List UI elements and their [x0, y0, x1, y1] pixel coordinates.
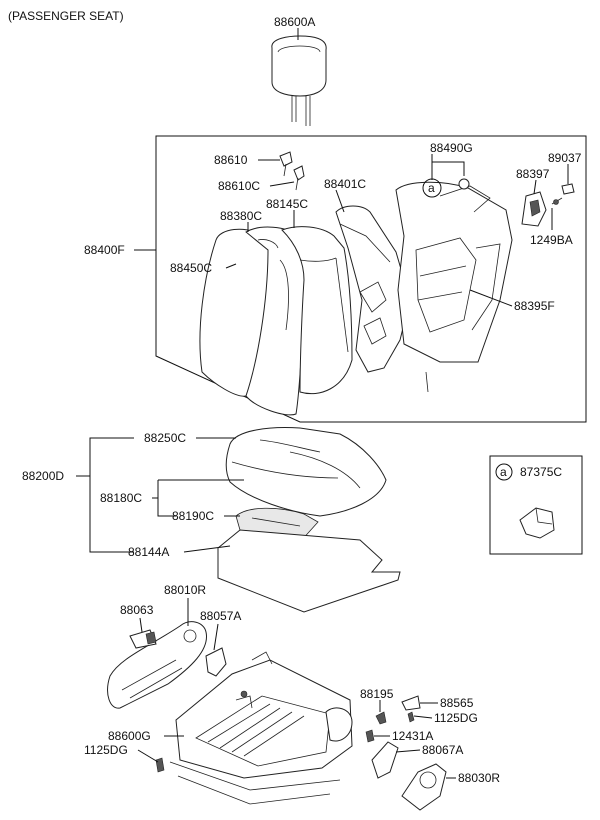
label-1125dg-left: 1125DG — [84, 743, 128, 757]
back-frame — [335, 205, 411, 373]
seat-pad-line — [251, 517, 301, 527]
label-88144a: 88144A — [128, 545, 169, 559]
seat-frame — [169, 651, 353, 805]
clip-87375c-detail — [535, 507, 553, 525]
label-88397: 88397 — [516, 167, 550, 181]
label-88565: 88565 — [440, 696, 474, 710]
label-1125dg-right: 1125DG — [434, 711, 478, 725]
diagram-title: (PASSENGER SEAT) — [8, 9, 124, 23]
back-assembly-frame — [155, 135, 587, 423]
label-88380c: 88380C — [220, 209, 262, 223]
callout-box — [489, 455, 583, 555]
knob-89037 — [561, 183, 575, 195]
seat-cushion — [225, 427, 387, 517]
callout-box-a-letter: a — [500, 465, 507, 479]
clip-88565 — [401, 695, 421, 711]
label-88010r: 88010R — [164, 583, 206, 597]
headrest-guides — [279, 151, 305, 191]
back-cushion — [199, 226, 353, 416]
screw-1249ba — [551, 197, 563, 205]
headrest — [271, 35, 327, 126]
knob-88063 — [129, 629, 157, 649]
screw-12431a — [365, 729, 375, 743]
label-89037: 89037 — [548, 151, 582, 165]
label-88400f: 88400F — [84, 243, 125, 257]
screw-1125dg-left — [155, 757, 165, 773]
label-88030r: 88030R — [458, 771, 500, 785]
label-88250c: 88250C — [144, 431, 186, 445]
label-88610: 88610 — [214, 153, 248, 167]
label-88063: 88063 — [120, 603, 154, 617]
label-88180c: 88180C — [100, 491, 142, 505]
label-1249ba: 1249BA — [530, 233, 573, 247]
callout-box-a-circle — [495, 463, 513, 481]
label-88600g: 88600G — [108, 729, 151, 743]
label-88195: 88195 — [360, 687, 394, 701]
heater-mat — [217, 529, 401, 613]
leader-lines — [76, 28, 569, 779]
cover-plate — [521, 191, 547, 227]
cover-88030r — [401, 763, 447, 811]
part-labels: 88600A 88610 88610C 88401C 88145C 88380C… — [22, 15, 582, 785]
label-88600a: 88600A — [274, 15, 315, 29]
callout-a-letter: a — [428, 181, 435, 195]
label-88450c: 88450C — [170, 261, 212, 275]
label-12431a: 12431A — [392, 729, 433, 743]
label-88395f: 88395F — [514, 299, 555, 313]
back-board — [395, 178, 513, 393]
screw-1125dg-right — [407, 711, 415, 723]
label-88610c: 88610C — [218, 179, 260, 193]
lever-88057a — [205, 647, 227, 677]
lever-88067a — [371, 741, 399, 779]
label-87375c: 87375C — [520, 465, 562, 479]
label-88190c: 88190C — [172, 509, 214, 523]
label-88067a: 88067A — [422, 743, 463, 757]
label-88200d: 88200D — [22, 469, 64, 483]
label-88490g: 88490G — [430, 141, 473, 155]
bolt-88195 — [375, 711, 387, 725]
label-88145c: 88145C — [266, 197, 308, 211]
label-88057a: 88057A — [200, 609, 241, 623]
side-cover-88010r — [107, 621, 207, 709]
label-88401c: 88401C — [324, 177, 366, 191]
